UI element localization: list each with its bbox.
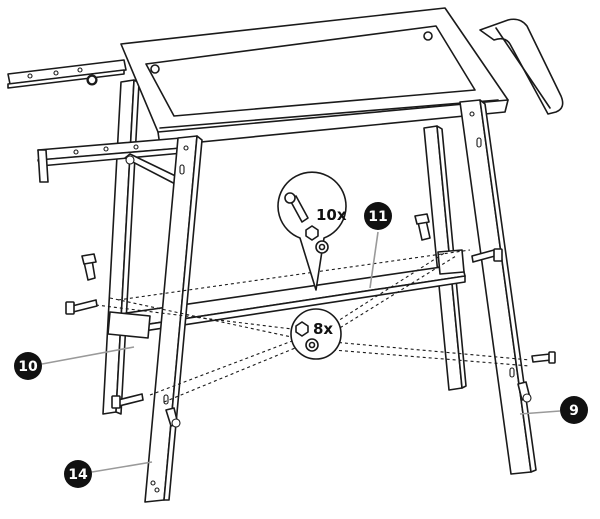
- bolt-icon: [531, 351, 556, 364]
- bolt-icon: [111, 393, 144, 409]
- bolt-icon: [414, 213, 431, 241]
- leader-line-9: [519, 410, 561, 415]
- dashed-bracing: [95, 249, 531, 403]
- callout-part-11: 11: [364, 202, 392, 230]
- nut-icon: [87, 75, 97, 85]
- leader-line-14: [91, 461, 153, 473]
- hardware-quantity-10x: 10x: [316, 206, 347, 224]
- bolt-icon: [284, 192, 309, 223]
- bolt-icon: [165, 407, 181, 428]
- svg-text:11: 11: [368, 209, 387, 225]
- nut-icon: [423, 31, 433, 41]
- top-tray: [120, 7, 509, 147]
- rear-left-leg: [102, 79, 140, 415]
- side-brace: [107, 311, 151, 339]
- svg-text:9: 9: [569, 403, 579, 419]
- middle-left-bracket: [37, 137, 184, 183]
- top-left-bracket: [7, 59, 127, 89]
- hardware-zoom-8x: 8x: [290, 308, 342, 360]
- bolt-icon: [65, 299, 98, 315]
- hardware-quantity-8x: 8x: [313, 320, 333, 338]
- washer-icon: [305, 338, 319, 352]
- bolt-icon: [517, 381, 532, 403]
- nut-icon: [295, 321, 309, 337]
- hardware-zoom-10x: 10x: [277, 171, 347, 291]
- callout-part-10: 10: [14, 352, 42, 380]
- nut-icon: [305, 225, 319, 241]
- leader-line-11: [369, 231, 379, 289]
- svg-text:10: 10: [18, 359, 38, 375]
- bolt-icon: [471, 248, 503, 263]
- callout-part-14: 14: [64, 460, 92, 488]
- nut-icon: [150, 64, 160, 74]
- washer-icon: [315, 240, 329, 254]
- right-side-rail: [479, 18, 564, 115]
- front-right-leg: [459, 99, 537, 475]
- callout-part-9: 9: [560, 396, 588, 424]
- svg-text:14: 14: [68, 467, 88, 483]
- leader-line-10: [41, 346, 135, 365]
- bolt-icon: [81, 253, 97, 281]
